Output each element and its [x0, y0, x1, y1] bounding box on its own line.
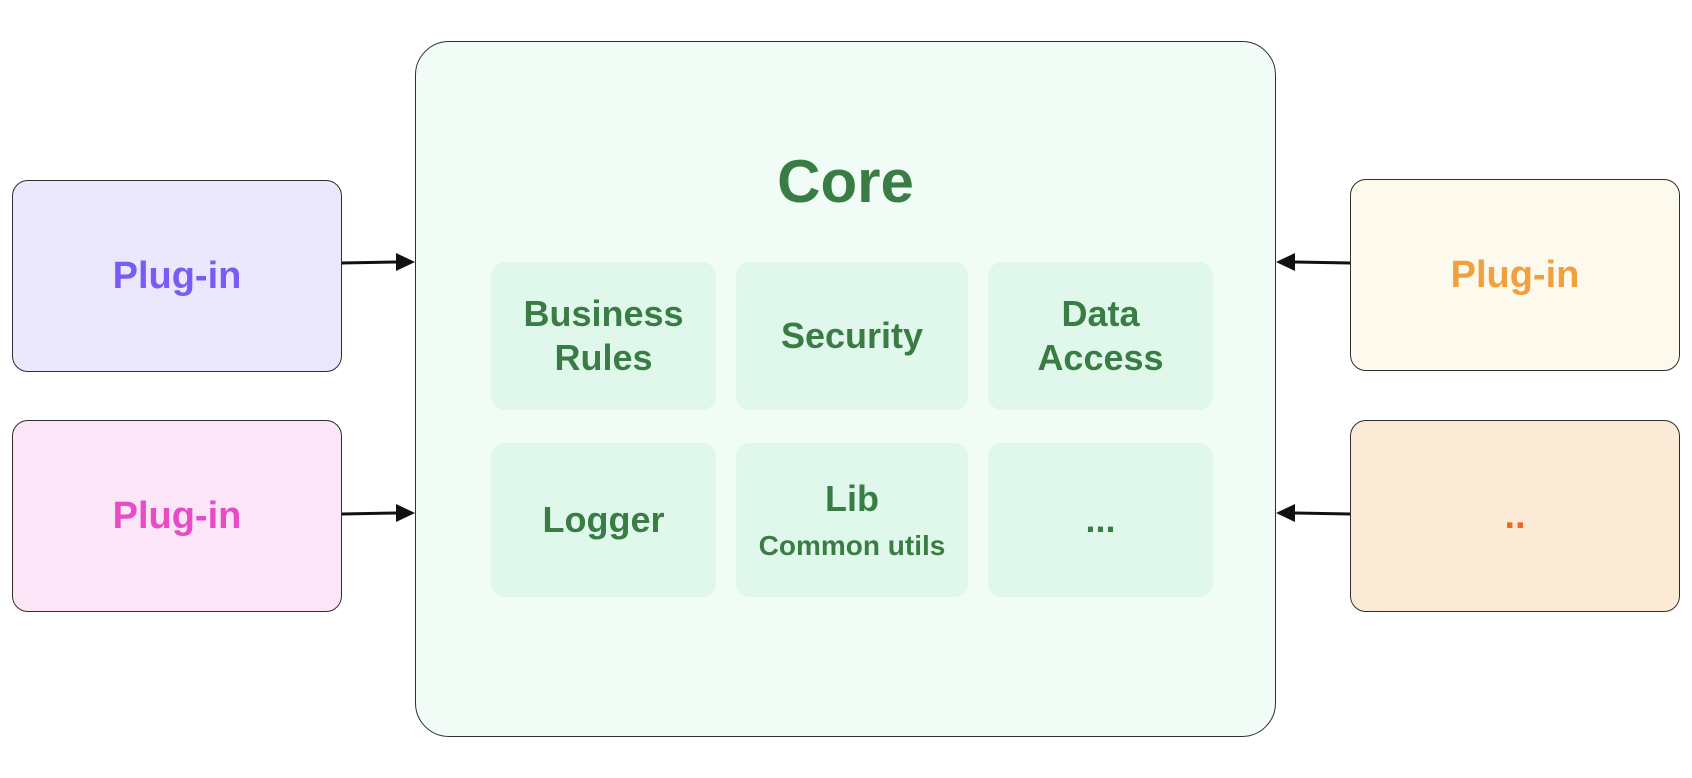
plugin-right-top: Plug-in: [1350, 179, 1680, 371]
arrow-right-top-line: [1294, 260, 1351, 265]
arrow-right-top-head: [1276, 253, 1295, 271]
arrow-right-bottom-head: [1276, 504, 1295, 522]
plugin-right-bottom: ..: [1350, 420, 1680, 612]
module-security: Security: [736, 262, 968, 410]
arrow-left-top-head: [396, 253, 415, 271]
plugin-left-bottom: Plug-in: [12, 420, 342, 612]
module-subtitle: Common utils: [758, 530, 946, 561]
module-title: ...: [1085, 499, 1116, 540]
arrow-left-top-line: [341, 260, 397, 265]
module-logger: Logger: [491, 443, 716, 597]
module-title: Business Rules: [523, 293, 684, 378]
arrow-left-bottom-head: [396, 504, 415, 522]
plugin-label: Plug-in: [112, 494, 242, 537]
core-title: Core: [777, 148, 914, 215]
module-data-access: Data Access: [988, 262, 1213, 410]
plugin-label: Plug-in: [1450, 253, 1580, 296]
plugin-label: ..: [1504, 494, 1526, 537]
module-lib: Lib Common utils: [736, 443, 968, 597]
module-business-rules: Business Rules: [491, 262, 716, 410]
plugin-left-top: Plug-in: [12, 180, 342, 372]
arrow-left-bottom-line: [341, 511, 397, 516]
module-title: Data Access: [1037, 293, 1164, 378]
arrow-right-bottom-line: [1294, 511, 1351, 516]
plugin-label: Plug-in: [112, 254, 242, 297]
module-title: Lib: [825, 478, 879, 519]
module-title: Logger: [542, 499, 665, 540]
module-title: Security: [780, 315, 924, 356]
module-more: ...: [988, 443, 1213, 597]
